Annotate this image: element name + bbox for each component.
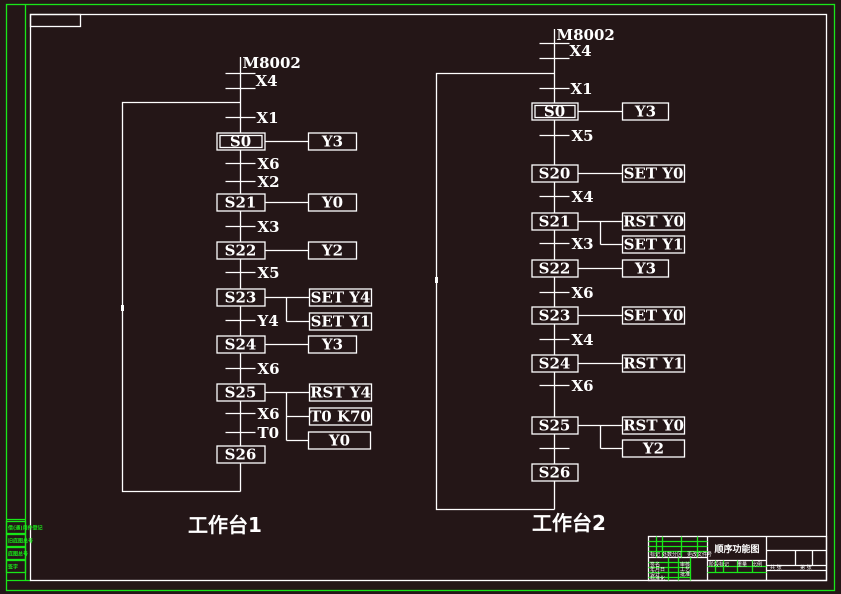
transition-label: X5 [572, 127, 594, 145]
action-label: Y3 [634, 260, 656, 278]
corner-code-box [29, 13, 82, 28]
action-label: Y3 [634, 103, 656, 121]
step-label: S24 [539, 355, 571, 373]
initial-pulse-label: M8002 [557, 26, 615, 44]
title-block-cell-label: 第 张 [800, 564, 812, 571]
side-strip-cell [5, 559, 27, 574]
side-strip-cell [5, 546, 27, 561]
action-label: SET Y1 [311, 313, 371, 331]
transition-label: X6 [258, 360, 280, 378]
step-label: S0 [230, 133, 251, 151]
step-label: S26 [225, 446, 257, 464]
title-block-cell-label: 工艺 [680, 567, 690, 573]
step-label: S20 [539, 165, 571, 183]
side-strip-cell [5, 520, 27, 535]
side-strip-label: 旧底图总号 [8, 538, 33, 545]
transition-label: X6 [572, 377, 594, 395]
step-label: S25 [539, 417, 571, 435]
transition-label: X4 [572, 331, 594, 349]
action-label: SET Y4 [311, 289, 371, 307]
step-label: S0 [544, 103, 565, 121]
title-block-cell-label: 更改文件号 [687, 551, 712, 558]
step-label: S24 [225, 336, 257, 354]
action-label: RST Y0 [623, 213, 684, 231]
title-block-cell-label: 标准化 [650, 575, 665, 582]
step-label: S26 [539, 464, 571, 482]
loop-back-line [121, 101, 241, 493]
action-label: T0 K70 [310, 408, 371, 426]
chart-caption: 工作台1 [188, 513, 262, 537]
title-block: 顺序功能图 标记处数分区更改文件号签名年月日设计标准化 审核工艺批准 阶段标记 重量比… [647, 535, 828, 582]
transition-label: X4 [256, 72, 278, 90]
transition-label: X3 [258, 218, 280, 236]
title-block-cell-label: 审核 [680, 561, 690, 568]
step-box [216, 445, 266, 464]
step-label: S25 [225, 384, 257, 402]
title-block-cell-label: 重量 [737, 561, 747, 568]
title-block-cell-label: 阶段标记 [709, 561, 729, 568]
transition-label: X4 [570, 42, 592, 60]
action-label: RST Y0 [623, 417, 684, 435]
side-strip-label: 借(通)用件登记 [7, 525, 43, 532]
chart-caption: 工作台2 [532, 511, 606, 535]
action-label: Y3 [321, 133, 343, 151]
step-label: S23 [539, 307, 571, 325]
drawing-frame [5, 3, 836, 592]
action-label: Y3 [321, 336, 343, 354]
side-strip-label: 签字 [7, 564, 18, 571]
action-label: SET Y0 [624, 165, 684, 183]
action-label: RST Y1 [623, 355, 684, 373]
action-label: Y0 [321, 194, 343, 212]
transition-label: X1 [257, 109, 279, 127]
loop-arrow-icon [435, 277, 438, 283]
action-label: SET Y0 [624, 307, 684, 325]
side-strip-cell [5, 533, 27, 548]
action-label: SET Y1 [624, 236, 684, 254]
transition-label: T0 [258, 424, 280, 442]
transition-label: X5 [258, 264, 280, 282]
title-block-cell-label: 分区 [672, 551, 682, 558]
step-label: S21 [539, 213, 571, 231]
side-strip-label: 底图总号 [7, 551, 28, 558]
transition-label: X3 [572, 235, 594, 253]
action-label: Y0 [328, 432, 350, 450]
step-box [531, 463, 579, 482]
loop-arrow-icon [121, 305, 124, 311]
title-block-frame [647, 535, 828, 582]
title-block-cell-label: 处数 [662, 551, 672, 558]
title-block-cell-label: 共 张 [770, 564, 782, 571]
transition-label: X6 [258, 405, 280, 423]
step-label: S23 [225, 289, 257, 307]
initial-step-inner-box [534, 104, 576, 119]
transition-label: X1 [571, 80, 593, 98]
outer-border [5, 3, 836, 592]
initial-pulse-label: M8002 [243, 54, 301, 72]
title-block-cell-label: 年月日 [650, 566, 665, 573]
step-label: S22 [225, 242, 257, 260]
initial-step-inner-box [219, 134, 263, 149]
action-label: RST Y4 [310, 384, 371, 402]
transition-label: Y4 [257, 312, 279, 330]
transition-label: X6 [258, 155, 280, 173]
title-block-cell-label: 签名 [650, 561, 660, 568]
transition-label: X6 [572, 284, 594, 302]
loop-back-line [435, 72, 555, 511]
title-block-title: 顺序功能图 [714, 543, 759, 555]
step-label: S22 [539, 260, 571, 278]
title-block-cell-label: 标记 [650, 551, 660, 558]
inner-border [29, 13, 828, 582]
action-label: Y2 [321, 242, 343, 260]
transition-label: X4 [572, 188, 594, 206]
action-label: Y2 [642, 440, 664, 458]
step-label: S21 [225, 194, 257, 212]
title-block-cell-label: 批准 [680, 571, 690, 578]
title-block-cell-label: 比例 [752, 561, 762, 568]
title-block-cell-label: 设计 [650, 571, 660, 578]
transition-label: X2 [258, 173, 280, 191]
